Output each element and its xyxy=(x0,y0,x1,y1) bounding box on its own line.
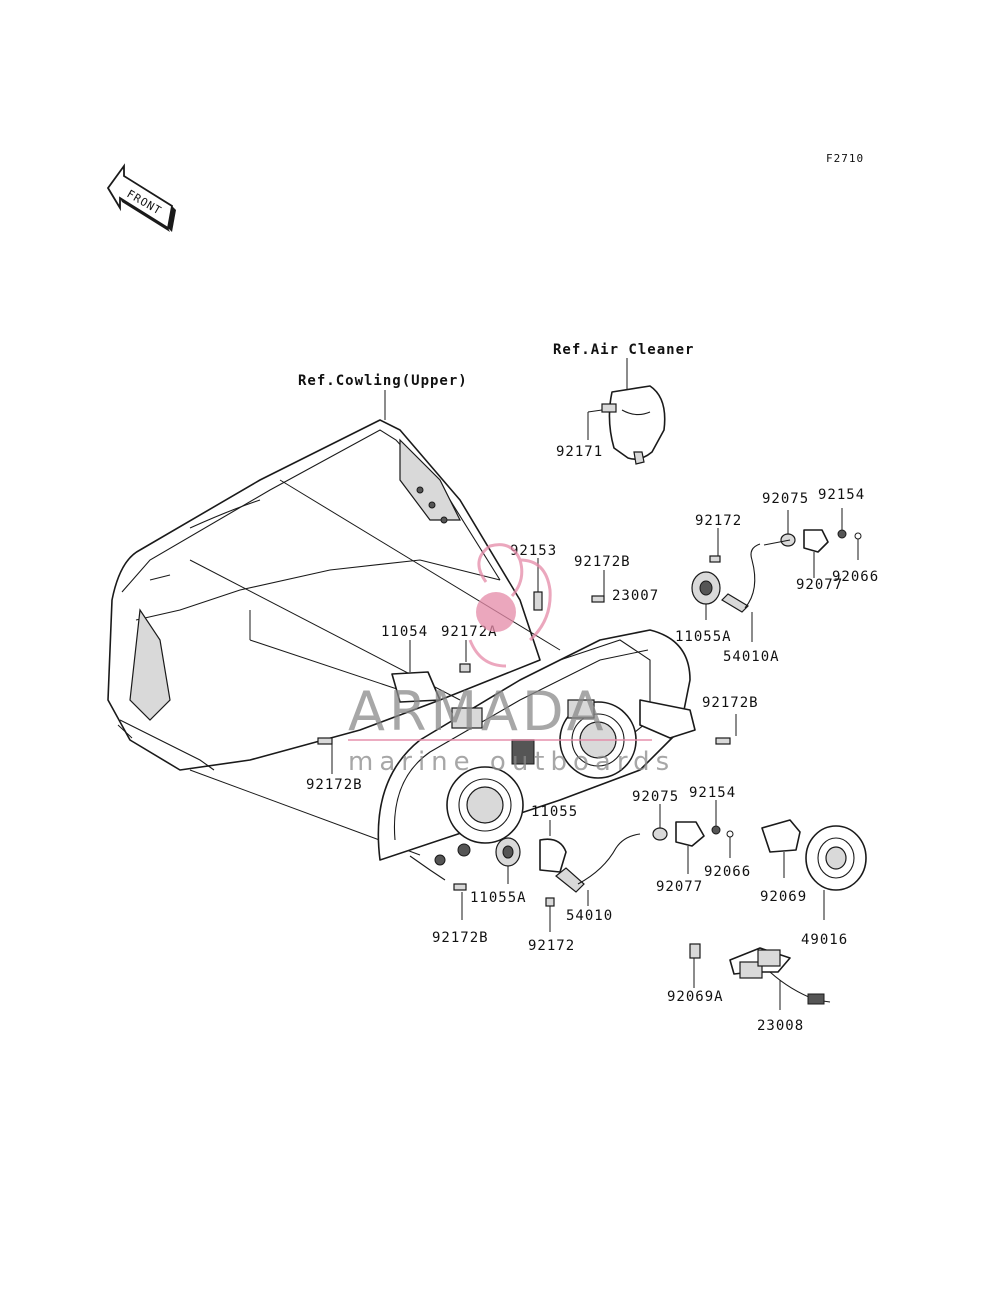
part-label: 92154 xyxy=(818,487,865,503)
front-arrow-icon: FRONT xyxy=(106,163,176,232)
ref-cowling-upper-label: Ref.Cowling(Upper) xyxy=(298,373,468,389)
part-label: 92172B xyxy=(432,930,489,946)
part-label: 11055A xyxy=(470,890,527,906)
screw-92172b-top xyxy=(591,570,605,603)
part-label: 92075 xyxy=(762,491,809,507)
part-label: 49016 xyxy=(801,932,848,948)
watermark-logo-icon xyxy=(468,543,552,668)
part-label: 92069A xyxy=(667,989,724,1005)
watermark-brand: ARMADA xyxy=(348,680,608,743)
part-label: 92172 xyxy=(528,938,575,954)
part-label: 92066 xyxy=(832,569,879,585)
part-label: 92172B xyxy=(574,554,631,570)
part-labels: 92171 92075 92154 92172 92153 92172B 920… xyxy=(306,444,879,1034)
part-label: 11055 xyxy=(531,804,578,820)
part-label: 11055A xyxy=(675,629,732,645)
part-label: 54010A xyxy=(723,649,780,665)
part-label: 54010 xyxy=(566,908,613,924)
harness-23008 xyxy=(689,943,831,1010)
air-cleaner-housing xyxy=(587,358,666,465)
part-label: 92172 xyxy=(695,513,742,529)
part-label: 92075 xyxy=(632,789,679,805)
part-label: 92172B xyxy=(306,777,363,793)
part-label: 92077 xyxy=(796,577,843,593)
ref-air-cleaner-label: Ref.Air Cleaner xyxy=(553,342,694,358)
part-label: 92069 xyxy=(760,889,807,905)
part-label: 92153 xyxy=(510,543,557,559)
part-label: 92172A xyxy=(441,624,498,640)
part-label: 11054 xyxy=(381,624,428,640)
part-label: 92171 xyxy=(556,444,603,460)
upper-bulb-cluster xyxy=(691,508,862,642)
part-label: 92154 xyxy=(689,785,736,801)
bracket-11054 xyxy=(391,640,471,703)
watermark: ARMADA marine outboards xyxy=(348,543,675,777)
screw-92172b-right xyxy=(715,714,737,745)
lower-bulb-cluster xyxy=(495,800,867,932)
screw-92172b-bottom xyxy=(453,883,467,920)
part-label: 23007 xyxy=(612,588,659,604)
headlight-assembly xyxy=(377,629,696,881)
figure-code: F2710 xyxy=(826,152,864,165)
part-label: 23008 xyxy=(757,1018,804,1034)
part-label: 92077 xyxy=(656,879,703,895)
part-label: 92066 xyxy=(704,864,751,880)
screw-92172b-left xyxy=(317,737,333,774)
watermark-tagline: marine outboards xyxy=(348,747,675,777)
part-label: 92172B xyxy=(702,695,759,711)
